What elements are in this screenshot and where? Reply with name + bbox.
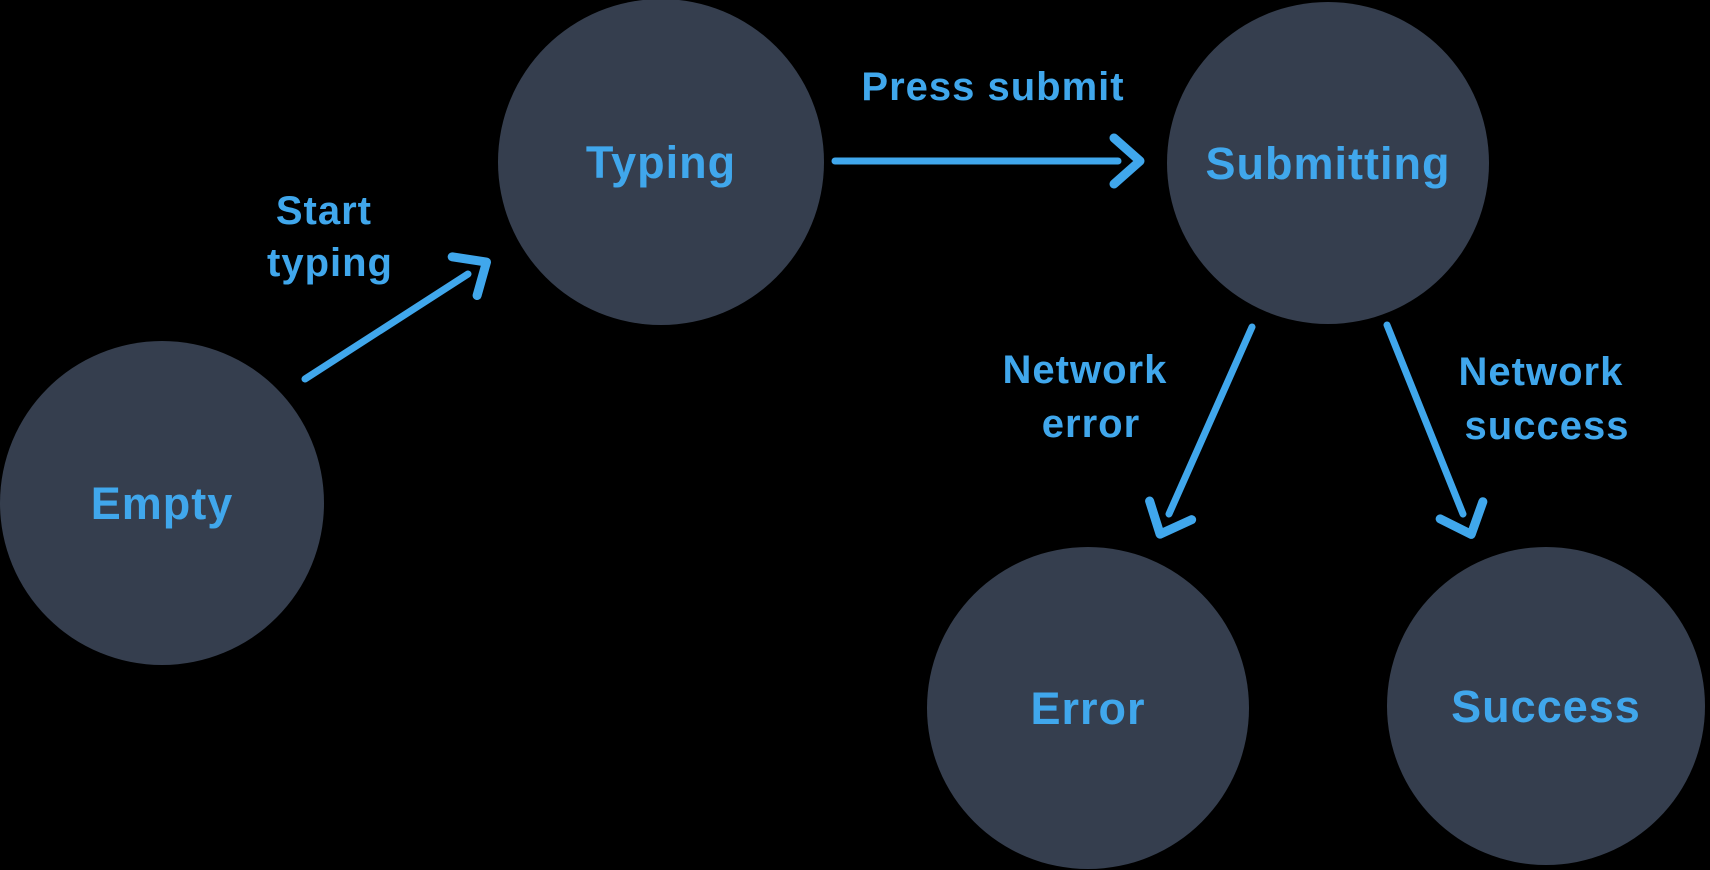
transition-label-start-typing: Start typing [267,189,393,285]
transition-network-error: Network error [1003,323,1256,539]
transition-start-typing: Start typing [267,189,491,383]
transition-label-network-error: Network error [1003,348,1180,446]
transition-network-success: Network success [1383,321,1636,539]
state-node-empty: Empty [0,341,324,665]
state-circle-error [927,547,1249,869]
transition-label-line: typing [267,241,393,285]
transition-label-line: Network [1459,350,1624,394]
transition-press-submit: Press submit [831,65,1145,189]
transition-arrow-start-typing [301,252,491,383]
state-node-typing: Typing [498,0,824,325]
state-label-error: Error [1030,683,1145,734]
transition-label-line: Network [1003,348,1168,392]
state-circle-submitting [1167,2,1489,324]
transition-arrow-network-success [1383,321,1488,539]
transition-label-line: Press submit [861,65,1124,109]
state-label-submitting: Submitting [1206,138,1451,189]
transition-label-press-submit: Press submit [861,65,1124,109]
transition-label-line: error [1042,402,1140,446]
state-circle-success [1387,547,1705,865]
transition-label-line: success [1465,404,1630,448]
state-label-success: Success [1451,681,1641,732]
state-node-error: Error [927,547,1249,869]
transition-label-line: Start [276,189,372,233]
state-node-success: Success [1387,547,1705,865]
state-node-submitting: Submitting [1167,2,1489,324]
state-label-typing: Typing [586,137,736,188]
state-circle-typing [498,0,824,325]
transition-arrow-network-error [1145,323,1256,539]
state-circle-empty [0,341,324,665]
state-label-empty: Empty [91,478,234,529]
transition-label-network-success: Network success [1459,350,1636,448]
